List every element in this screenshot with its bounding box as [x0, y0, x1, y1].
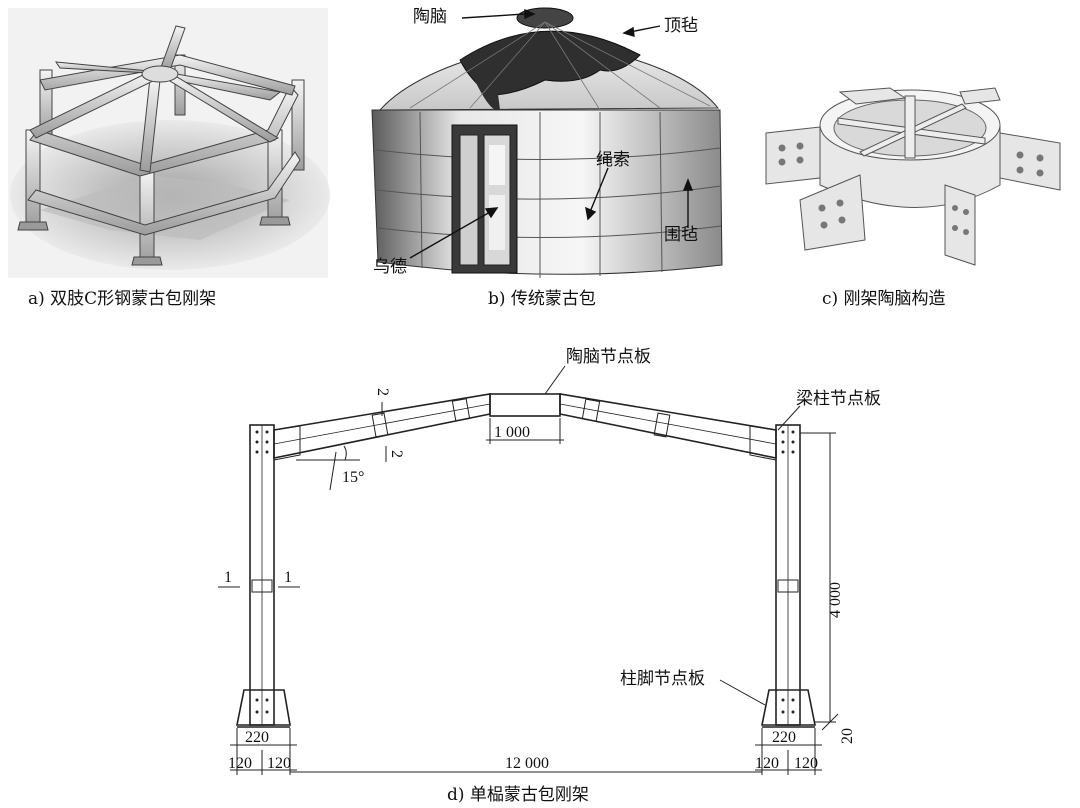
caption-a: a) 双肢C形钢蒙古包刚架	[28, 289, 216, 309]
panel-a-steel-frame-render	[8, 8, 330, 278]
caption-b: b) 传统蒙古包	[488, 289, 596, 309]
dim-angle: 15°	[342, 469, 364, 486]
label-column-base-plate: 柱脚节点板	[620, 669, 705, 689]
dim-top-plate: 1 000	[494, 424, 530, 441]
dim-base-half-left-b: 120	[267, 755, 291, 772]
right-column	[761, 424, 816, 728]
dim-height: 4 000	[827, 582, 844, 618]
dim-base-width-left: 220	[245, 729, 269, 746]
label-taonao-plate: 陶脑节点板	[566, 347, 651, 367]
dim-base-half-right-a: 120	[755, 755, 779, 772]
left-column	[236, 424, 291, 728]
dim-span: 12 000	[505, 755, 549, 772]
dim-base-width-right: 220	[772, 729, 796, 746]
label-taonao: 陶脑	[413, 7, 447, 27]
dim-base-offset: 20	[839, 728, 856, 744]
dim-base-half-left-a: 120	[228, 755, 252, 772]
panel-b-traditional-yurt: 陶脑 顶毡 绳索 围毡 乌德	[371, 7, 723, 278]
panel-d-frame-drawing: 陶脑节点板 梁柱节点板 柱脚节点板 1 000 15° 2 2 1	[218, 347, 881, 775]
section-mark-beam-top: 2	[374, 388, 391, 396]
label-wude: 乌德	[373, 257, 407, 277]
section-mark-col-left: 1	[224, 569, 232, 586]
dim-base-half-right-b: 120	[794, 755, 818, 772]
panel-c-taonao-node	[765, 87, 1061, 266]
caption-d: d) 单榀蒙古包刚架	[447, 785, 589, 805]
label-dingzhan: 顶毡	[664, 16, 698, 36]
label-shengsuo: 绳索	[596, 150, 630, 170]
section-mark-col-right: 1	[284, 569, 292, 586]
section-mark-beam-bottom: 2	[388, 450, 405, 458]
caption-c: c) 刚架陶脑构造	[822, 289, 946, 309]
label-weizhan: 围毡	[664, 225, 698, 245]
label-beam-column-plate: 梁柱节点板	[796, 389, 881, 409]
